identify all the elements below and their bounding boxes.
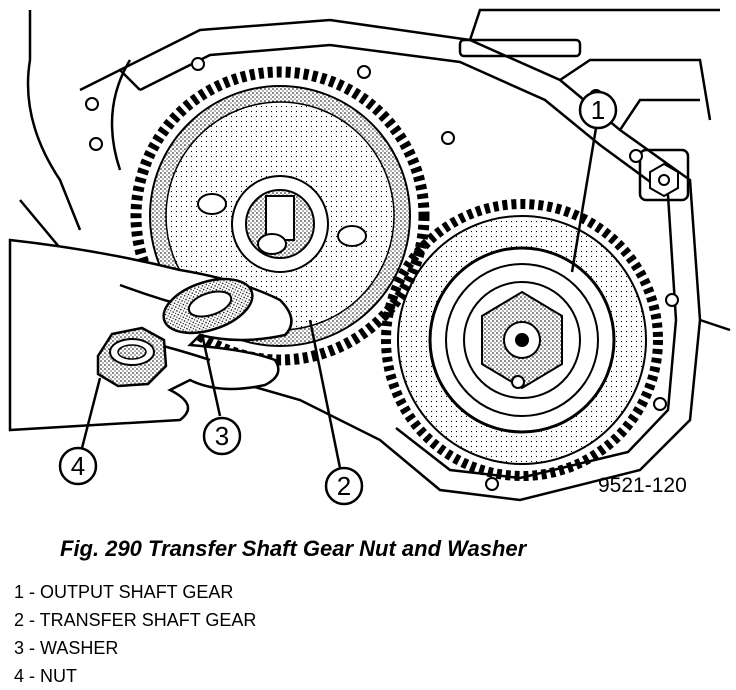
legend-item: 1 - OUTPUT SHAFT GEAR <box>14 582 234 602</box>
callout-4: 4 <box>58 446 98 486</box>
callout-3: 3 <box>202 416 242 456</box>
output-shaft-gear <box>381 199 663 481</box>
callout-2: 2 <box>324 466 364 506</box>
svg-text:1: 1 <box>591 95 605 125</box>
figure-reference-number: 9521-120 <box>598 474 687 497</box>
svg-text:4: 4 <box>71 451 85 481</box>
legend-item: 4 - NUT <box>14 666 77 686</box>
gear-illustration: 1 2 3 4 9521-120 <box>8 8 731 506</box>
transfer-shaft-gear <box>130 66 430 366</box>
legend-item: 3 - WASHER <box>14 638 119 658</box>
figure-caption: Fig. 290 Transfer Shaft Gear Nut and Was… <box>60 536 527 561</box>
legend-item: 2 - TRANSFER SHAFT GEAR <box>14 610 257 630</box>
svg-text:3: 3 <box>215 421 229 451</box>
washer <box>162 277 254 335</box>
leader-lines <box>80 127 598 469</box>
legend: 1 - OUTPUT SHAFT GEAR 2 - TRANSFER SHAFT… <box>14 578 256 690</box>
case-bolt-icon <box>649 162 679 198</box>
svg-text:2: 2 <box>337 471 351 501</box>
nut <box>96 326 168 388</box>
callout-1: 1 <box>578 90 618 130</box>
